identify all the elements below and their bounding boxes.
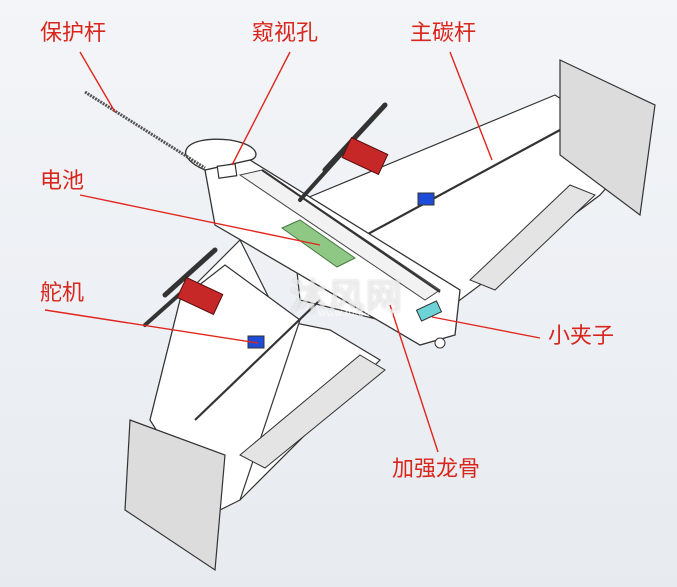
label-keel: 加强龙骨 <box>392 457 481 482</box>
leader-main-carbon-rod <box>449 51 493 161</box>
label-battery: 电池 <box>40 169 85 194</box>
left-motor <box>176 276 224 316</box>
clip-wheel <box>434 337 446 349</box>
left-propeller-blade-a <box>162 247 218 298</box>
watermark-url: www.mfcad.com <box>318 308 401 319</box>
right-motor <box>341 136 389 176</box>
label-small-clip: 小夹子 <box>548 324 615 349</box>
battery-pack <box>280 219 356 268</box>
keel-beam <box>261 169 441 293</box>
left-main-carbon-rod <box>194 299 321 421</box>
right-propeller-blade-b <box>298 148 347 202</box>
small-clip <box>415 300 443 322</box>
leader-view-hole <box>231 51 291 166</box>
leader-keel <box>389 304 439 453</box>
right-elevon <box>469 184 596 291</box>
label-servo: 舵机 <box>40 281 85 306</box>
watermark-logo: 沐风网 <box>290 277 405 318</box>
leader-battery <box>79 194 321 246</box>
right-servo <box>417 192 435 206</box>
label-main-carbon-rod: 主碳杆 <box>410 21 477 46</box>
leader-guard-rod <box>79 51 116 113</box>
leader-servo <box>44 309 259 344</box>
right-fin <box>559 59 656 217</box>
label-view-hole: 窥视孔 <box>252 21 319 46</box>
left-fin <box>124 419 226 572</box>
left-elevon <box>239 354 386 469</box>
leader-small-clip <box>431 316 541 339</box>
label-guard-rod: 保护杆 <box>40 21 107 46</box>
view-hole <box>216 163 238 179</box>
guard-rod <box>84 90 206 170</box>
fuselage-bay <box>238 169 441 301</box>
